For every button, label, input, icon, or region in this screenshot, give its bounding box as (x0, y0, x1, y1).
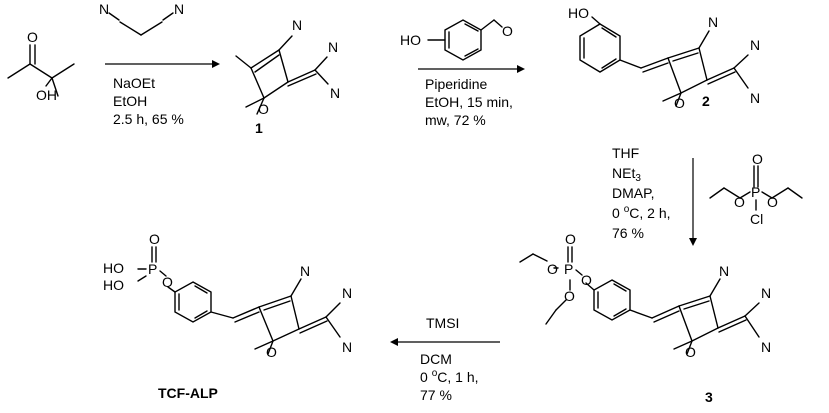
compound-3-label: 3 (705, 389, 713, 405)
nitrile-n-label: N (761, 339, 771, 355)
step1-reagent: NaOEt (113, 75, 155, 91)
tcf-alp-structure (137, 246, 341, 355)
step4-yield: 77 % (420, 387, 452, 403)
hydroxybenzaldehyde-structure (427, 19, 503, 61)
step1-time-yield: 2.5 h, 65 % (113, 111, 184, 127)
step4-temp-time: 0 oC, 1 h, (420, 368, 479, 385)
phosphoryl-o-label: O (565, 231, 576, 247)
step2-catalyst: Piperidine (425, 76, 487, 92)
furan-o-label: O (685, 344, 696, 360)
nitrile-n-label: N (719, 263, 729, 279)
phosphorus-label: P (751, 184, 760, 200)
nitrile-n-label: N (292, 17, 302, 33)
nitrile-n-label: N (342, 285, 352, 301)
nitrile-n-label: N (328, 39, 338, 55)
tcf-alp-label: TCF-ALP (158, 385, 218, 401)
ester-o-label: O (564, 288, 575, 304)
phosphorus-label: P (148, 261, 157, 277)
step4-solvent: DCM (420, 351, 452, 367)
aryl-ester-o-label: O (162, 274, 173, 290)
step2-solvent-time: EtOH, 15 min, (425, 94, 513, 110)
furan-o-label: O (674, 95, 685, 111)
nitrile-n-label: N (708, 14, 718, 30)
compound-3-structure (519, 246, 760, 355)
aldehyde-o-label: O (502, 23, 513, 39)
ester-o-label: O (547, 261, 558, 277)
diethyl-chlorophosphate-structure (709, 165, 803, 211)
ester-o-label: O (734, 194, 745, 210)
ketone-o-label: O (27, 29, 38, 45)
nitrile-n-label: N (750, 90, 760, 106)
step3-catalyst: DMAP, (612, 185, 655, 201)
phosphate-oh-label: HO (103, 277, 124, 293)
chlorine-label: Cl (750, 211, 763, 227)
compound-1-structure (235, 35, 329, 115)
step3-solvent: THF (612, 145, 639, 161)
malononitrile-structure (108, 12, 174, 36)
nitrile-n-label: N (750, 37, 760, 53)
step1-solvent: EtOH (113, 93, 147, 109)
furan-o-label: O (266, 344, 277, 360)
nitrile-n-label: N (99, 1, 109, 17)
step3-temp-time: 0 oC, 2 h, (612, 204, 671, 221)
compound-2-label: 2 (702, 93, 710, 109)
ester-o-label: O (767, 194, 778, 210)
aryl-ester-o-label: O (581, 272, 592, 288)
phosphate-oh-label: HO (103, 260, 124, 276)
phenol-oh-label: HO (400, 32, 421, 48)
nitrile-n-label: N (342, 339, 352, 355)
nitrile-n-label: N (300, 263, 310, 279)
phosphorus-label: P (564, 261, 573, 277)
step3-yield: 76 % (612, 225, 644, 241)
furan-o-label: O (258, 101, 269, 117)
step4-reagent: TMSI (426, 315, 459, 331)
step3-base: NEt3 (612, 165, 641, 184)
compound-1-label: 1 (255, 120, 263, 136)
phenol-oh-label: HO (568, 5, 589, 21)
nitrile-n-label: N (761, 285, 771, 301)
hydroxy-label: OH (36, 87, 57, 103)
nitrile-n-label: N (174, 1, 184, 17)
phosphoryl-o-label: O (149, 231, 160, 247)
phosphoryl-o-label: O (752, 151, 763, 167)
hydroxy-butanone-structure (7, 44, 75, 97)
step2-mw-yield: mw, 72 % (425, 112, 486, 128)
compound-2-structure (579, 16, 749, 107)
nitrile-n-label: N (330, 85, 340, 101)
